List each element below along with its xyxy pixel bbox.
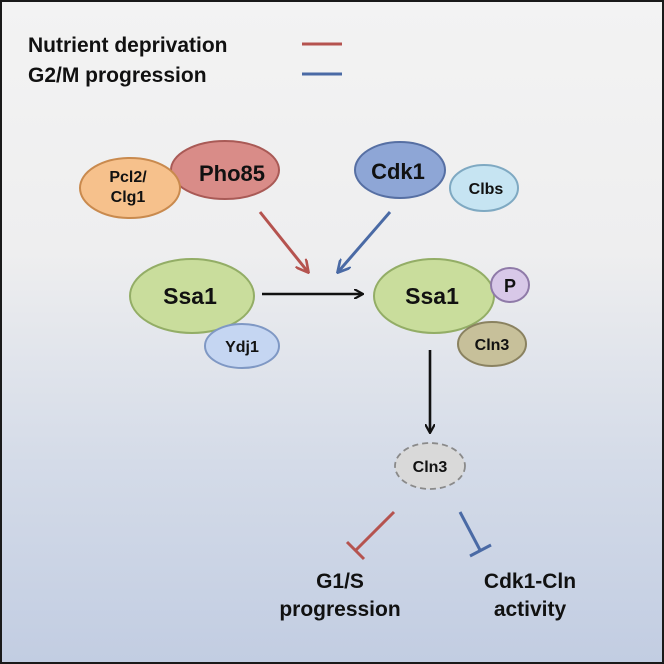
cln3-free-node bbox=[394, 442, 466, 490]
ssa1-left-label: Ssa1 bbox=[163, 283, 217, 309]
ssa1-right-node bbox=[373, 258, 495, 334]
pcl2-label: Pcl2/ bbox=[109, 169, 147, 186]
ydj1-label: Ydj1 bbox=[225, 339, 259, 356]
ssa1-right-label: Ssa1 bbox=[405, 283, 459, 309]
cdk1-cln-outcome-line1: Cdk1-Cln bbox=[484, 570, 576, 593]
g1s-outcome-line1: G1/S bbox=[316, 570, 364, 593]
ssa1-left-node bbox=[129, 258, 255, 334]
ssa1-phospho-complex: Ssa1 P Cln3 bbox=[373, 258, 530, 367]
ssa1-ydj1-complex: Ssa1 Ydj1 bbox=[129, 258, 280, 369]
cdk1-cln-outcome-line2: activity bbox=[494, 598, 567, 621]
g2m-arrow bbox=[338, 211, 392, 272]
clbs-node bbox=[449, 164, 519, 212]
inhibit-cdk1-cln bbox=[458, 511, 492, 558]
clbs-label: Clbs bbox=[469, 181, 504, 198]
inhibit-g1s bbox=[345, 510, 396, 561]
phospho-node bbox=[490, 267, 530, 303]
cln3-bound-node bbox=[457, 321, 527, 367]
legend: Nutrient deprivation G2/M progression bbox=[28, 34, 342, 87]
nutrient-arrow bbox=[258, 211, 308, 272]
cdk1-label: Cdk1 bbox=[371, 159, 425, 184]
phospho-label: P bbox=[504, 276, 516, 296]
cdk1-node bbox=[354, 141, 446, 199]
legend-nutrient-label: Nutrient deprivation bbox=[28, 34, 228, 57]
pcl2-clg1-node bbox=[79, 157, 181, 219]
pho85-complex: Pho85 Pcl2/ Clg1 bbox=[79, 140, 280, 219]
ydj1-node bbox=[204, 323, 280, 369]
clg1-label: Clg1 bbox=[111, 189, 146, 206]
cln3-bound-label: Cln3 bbox=[475, 337, 510, 354]
legend-g2m-label: G2/M progression bbox=[28, 64, 207, 87]
cln3-free-label: Cln3 bbox=[413, 459, 448, 476]
g1s-outcome-line2: progression bbox=[279, 598, 400, 621]
cdk1-complex: Cdk1 Clbs bbox=[354, 141, 519, 212]
pho85-label: Pho85 bbox=[199, 161, 265, 186]
